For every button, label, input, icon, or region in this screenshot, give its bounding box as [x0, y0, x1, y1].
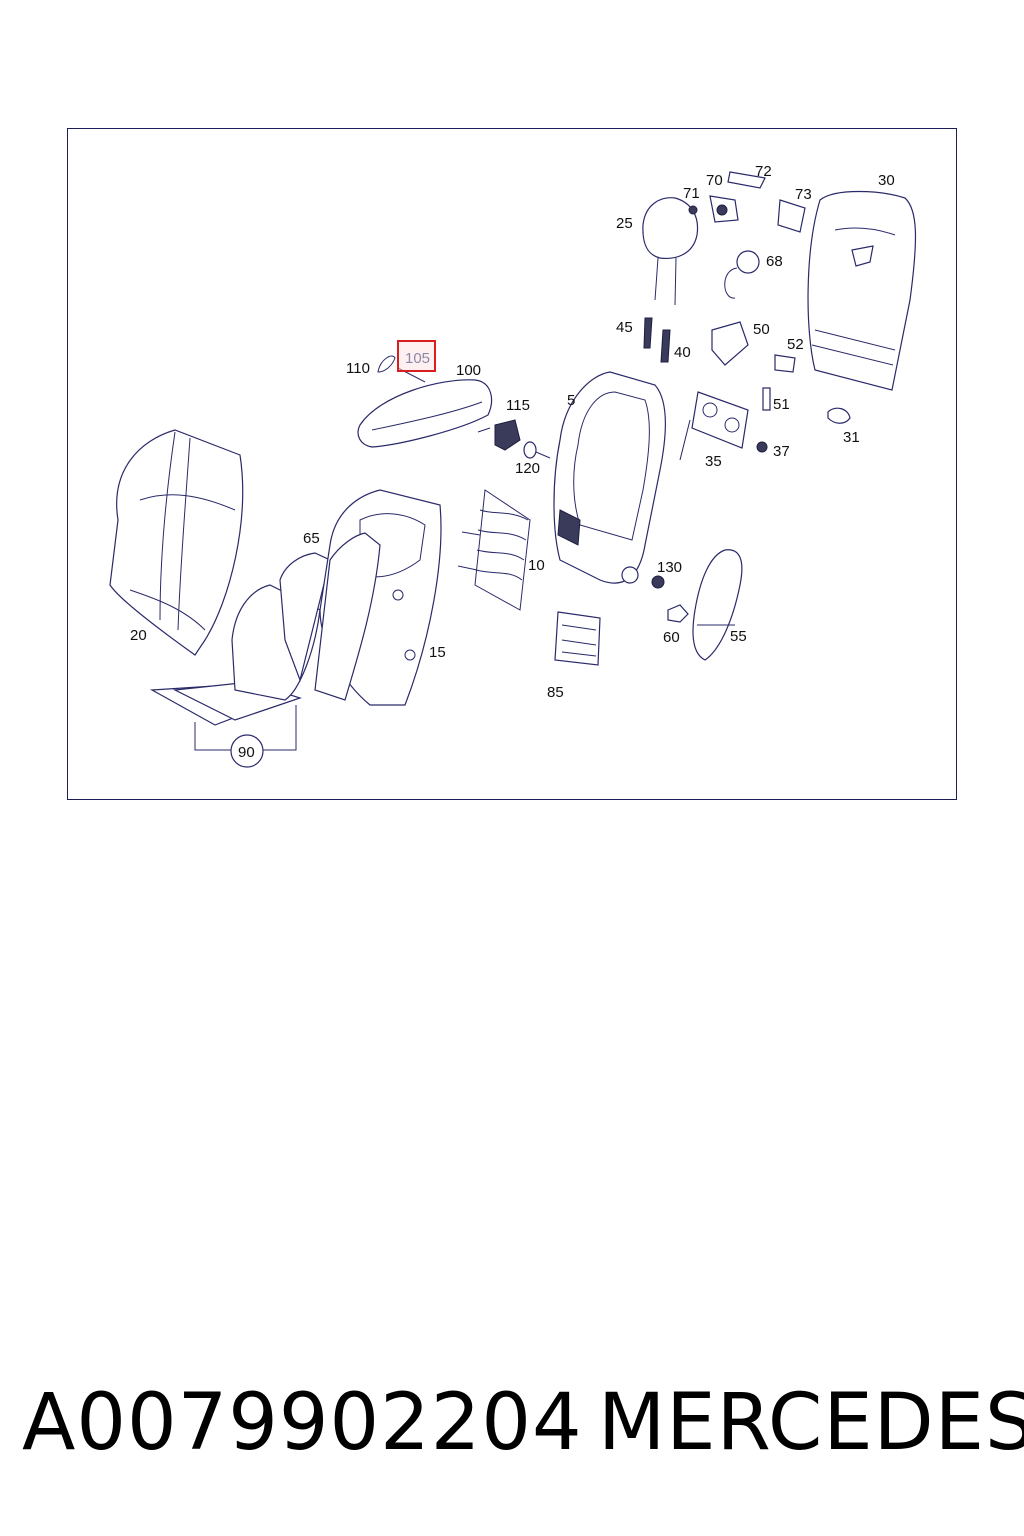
callout-73: 73: [795, 186, 812, 203]
callout-115: 115: [506, 397, 530, 414]
callout-85: 85: [547, 684, 564, 701]
part-50-mechanism: [711, 321, 749, 366]
callout-25: 25: [616, 215, 633, 232]
callout-45: 45: [616, 319, 633, 336]
part-20-backrest-cover: [109, 429, 244, 656]
callout-55: 55: [730, 628, 747, 645]
part-51-strip: [762, 387, 771, 411]
part-68-motor: [724, 250, 760, 299]
callout-70: 70: [706, 172, 723, 189]
callout-72: 72: [755, 163, 772, 180]
callout-65: 65: [303, 530, 320, 547]
callout-51: 51: [773, 396, 790, 413]
callout-31: 31: [843, 429, 860, 446]
part-71-clip: [688, 205, 698, 215]
part-120-bolt: [523, 441, 551, 459]
callout-50: 50: [753, 321, 770, 338]
part-37-screw: [756, 441, 768, 453]
callout-20: 20: [130, 627, 147, 644]
part-15-backrest-shell: [314, 489, 442, 706]
callout-130: 130: [657, 559, 682, 576]
callout-105-highlight-box: [397, 340, 436, 372]
part-35-lumbar: [679, 391, 749, 461]
part-60-nut: [667, 604, 689, 623]
callout-37: 37: [773, 443, 790, 460]
part-70-switch: [709, 195, 739, 223]
callout-100: 100: [456, 362, 481, 379]
part-30-back-panel: [807, 190, 917, 391]
part-31-clip: [827, 407, 851, 424]
callout-90: 90: [238, 744, 255, 761]
callout-15: 15: [429, 644, 446, 661]
part-25-headrest: [642, 197, 699, 306]
part-115-hinge: [477, 419, 521, 451]
part-10-spring-mat: [457, 489, 531, 611]
callout-5: 5: [567, 392, 575, 409]
part-5-seat-frame: [553, 371, 667, 584]
callout-30: 30: [878, 172, 895, 189]
callout-60: 60: [663, 629, 680, 646]
callout-110: 110: [346, 360, 370, 377]
part-45-guide: [643, 317, 653, 349]
part-number: A0079902204: [22, 1378, 583, 1468]
part-40-guide: [660, 329, 671, 363]
part-110-clip: [377, 355, 396, 373]
callout-71: 71: [683, 185, 700, 202]
brand-name: MERCEDES: [598, 1378, 1024, 1468]
part-130-screw: [651, 575, 665, 589]
callout-68: 68: [766, 253, 783, 270]
part-55-side-trim: [692, 549, 743, 661]
callout-35: 35: [705, 453, 722, 470]
footer: A0079902204 MERCEDES: [0, 1368, 1024, 1478]
callout-105: 105: [405, 350, 430, 367]
part-85-module: [554, 611, 601, 666]
exploded-seat-diagram: 5 10 15 20 25 30 31 35 37 40 45 50 51 52…: [109, 163, 917, 768]
part-90-pads: [149, 681, 302, 768]
part-52-connector: [774, 354, 796, 373]
callout-120: 120: [515, 460, 540, 477]
part-65-padding: [231, 552, 331, 701]
callout-40: 40: [674, 344, 691, 361]
part-73-cover: [777, 199, 806, 233]
callout-10: 10: [528, 557, 545, 574]
part-100-armrest: [357, 379, 493, 448]
callout-52: 52: [787, 336, 804, 353]
part-72-trim: [727, 171, 766, 189]
